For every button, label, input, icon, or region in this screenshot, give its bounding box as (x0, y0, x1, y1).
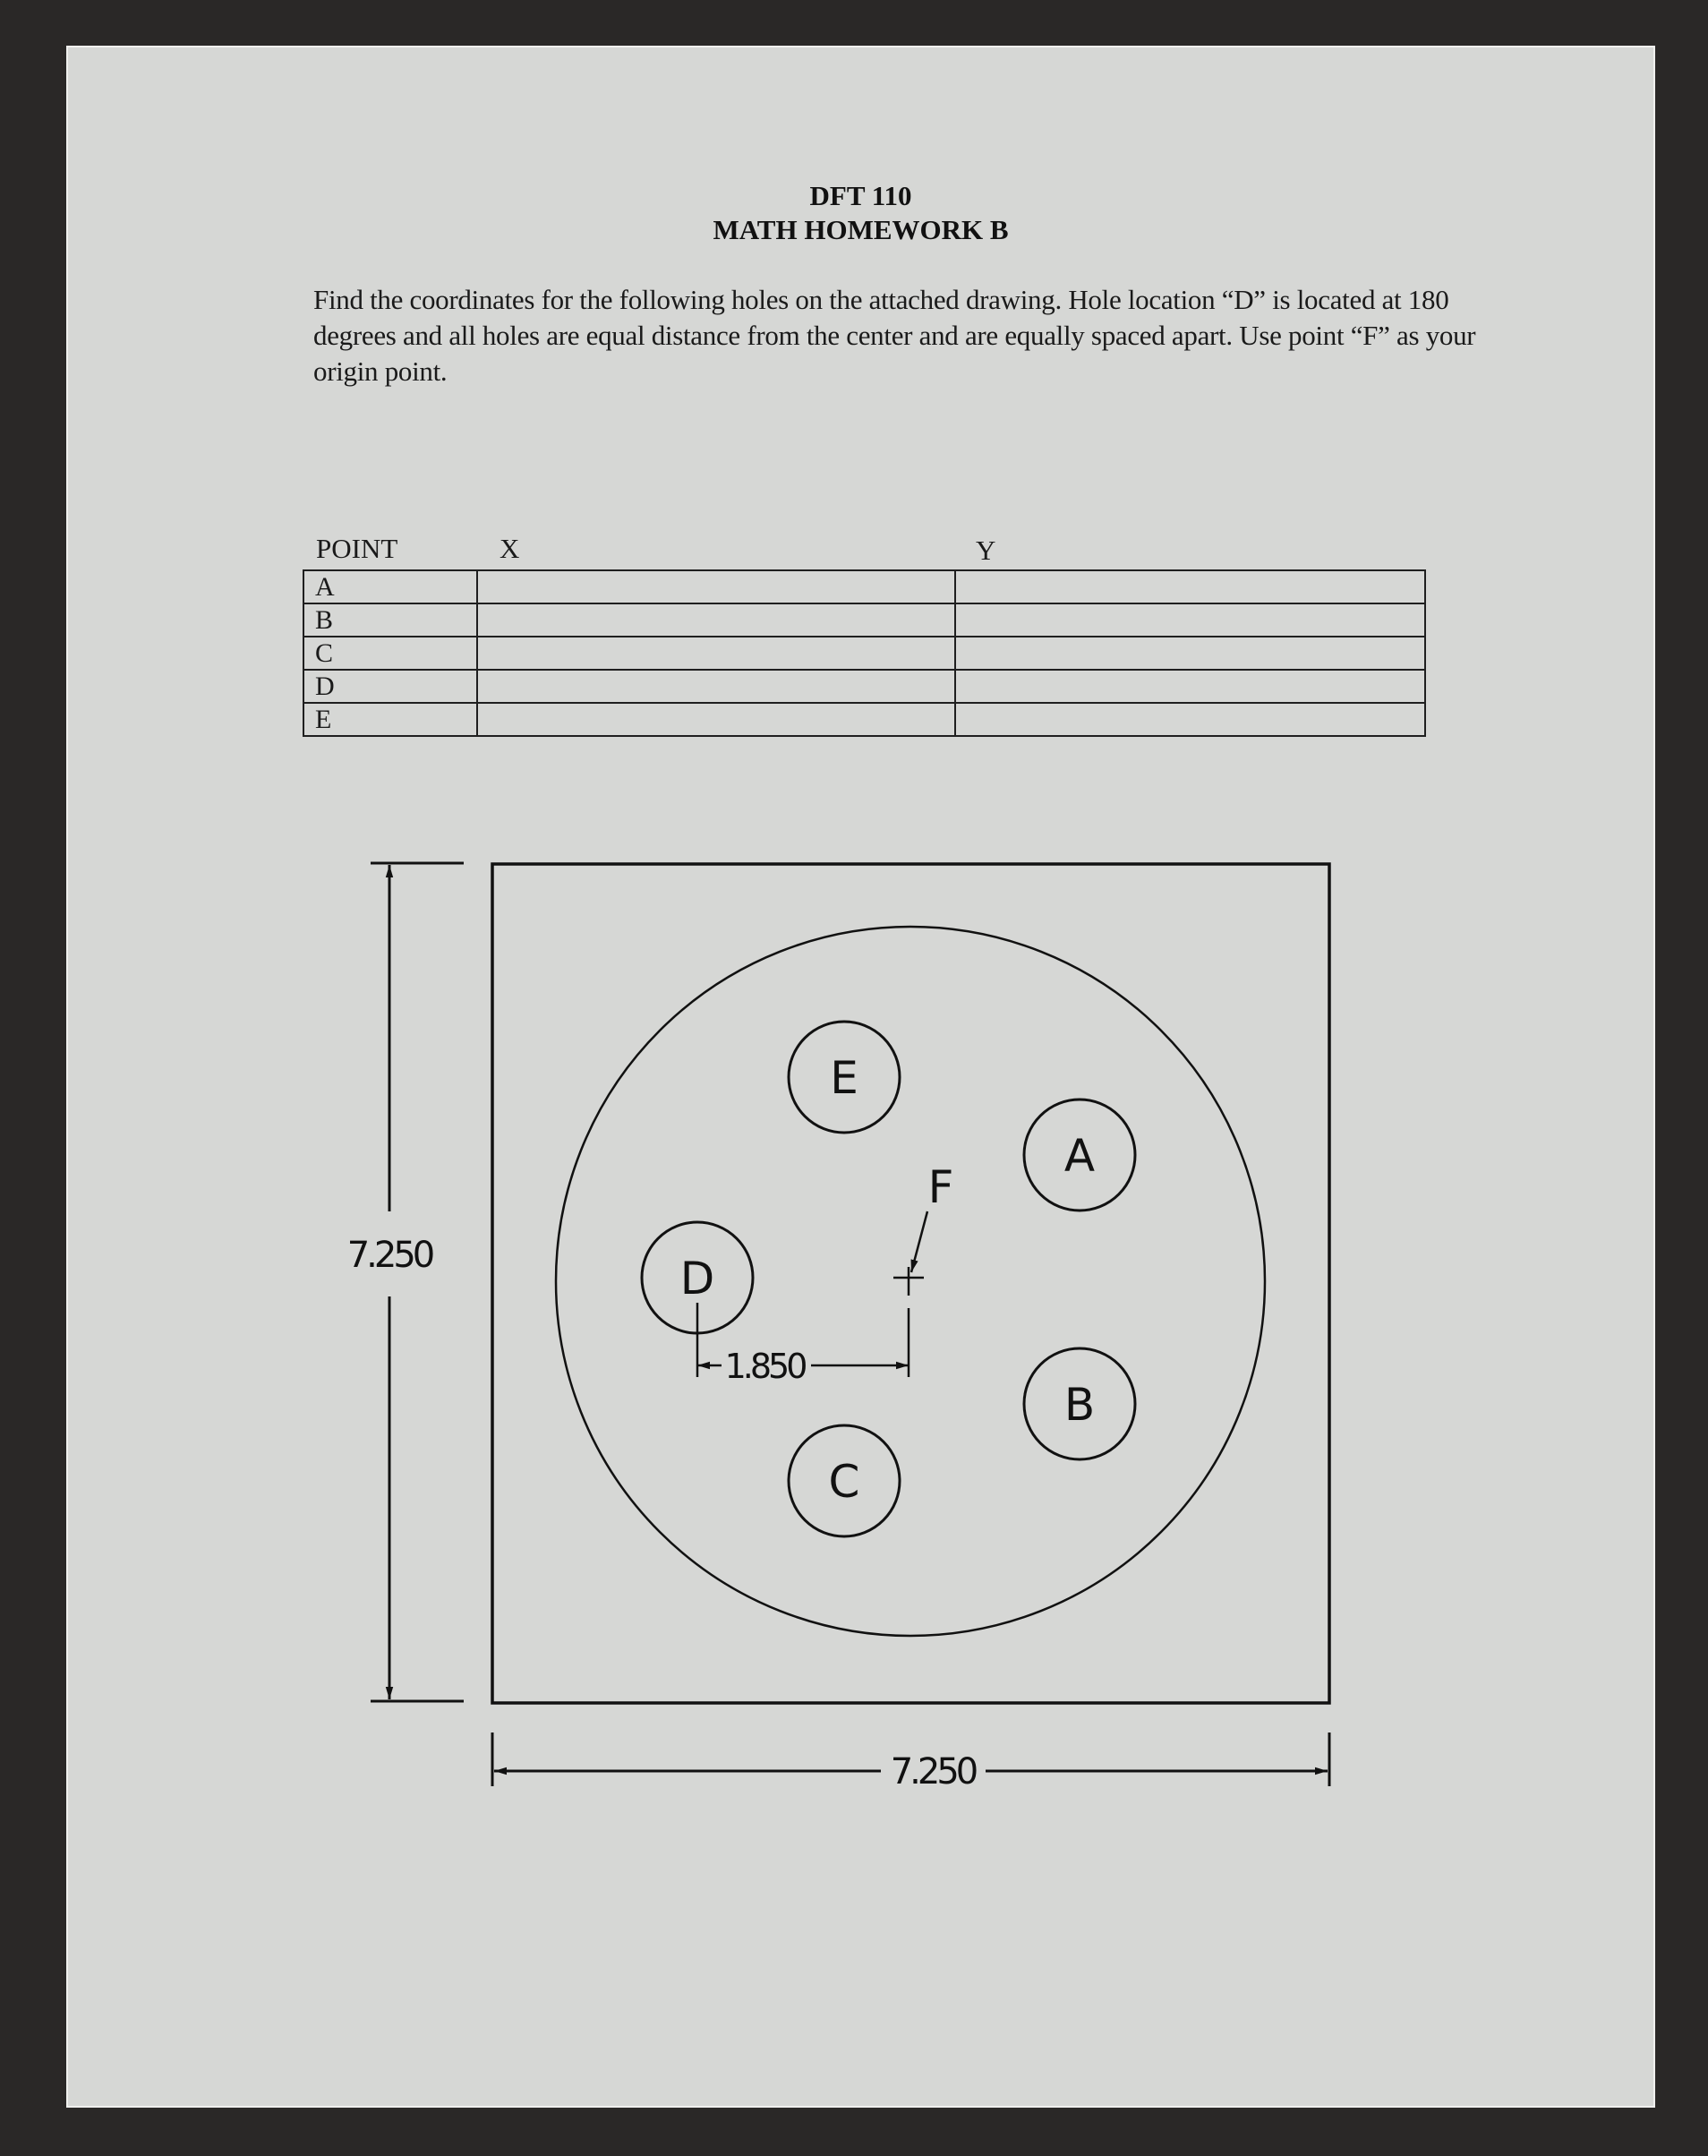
hole-label-a: A (1064, 1130, 1095, 1182)
origin-point-f: F (893, 1161, 953, 1296)
y-cell[interactable] (954, 569, 1426, 604)
hole-c: C (787, 1424, 901, 1538)
x-cell[interactable] (476, 569, 956, 604)
table-row: C (303, 636, 1426, 671)
height-dimension: 7.250 (347, 861, 464, 1703)
coordinates-table: A B C D E (303, 569, 1426, 737)
offset-dimension-value: 1.850 (725, 1347, 807, 1386)
y-cell[interactable] (954, 603, 1426, 637)
bolt-circle (554, 925, 1267, 1638)
hole-label-e: E (830, 1052, 858, 1104)
hole-b: B (1022, 1347, 1137, 1461)
width-dimension: 7.250 (491, 1732, 1331, 1792)
y-cell[interactable] (954, 636, 1426, 671)
x-cell[interactable] (476, 702, 956, 737)
hole-label-b: B (1064, 1379, 1095, 1431)
hole-a: A (1022, 1098, 1137, 1212)
y-cell[interactable] (954, 669, 1426, 704)
technical-drawing: E A D B C F 1.8 (347, 861, 1331, 1792)
course-title: DFT 110 (809, 180, 912, 211)
assignment-title: MATH HOMEWORK B (713, 214, 1009, 245)
origin-label: F (928, 1161, 954, 1213)
y-cell[interactable] (954, 702, 1426, 737)
width-dimension-value: 7.250 (891, 1751, 977, 1792)
instructions-text: Find the coordinates for the following h… (313, 284, 1476, 387)
table-row: E (303, 702, 1426, 737)
point-cell: E (303, 702, 478, 737)
point-cell: C (303, 636, 478, 671)
offset-dimension: 1.850 (696, 1303, 910, 1386)
point-cell: D (303, 669, 478, 704)
column-header-y: Y (976, 535, 996, 566)
table-row: B (303, 603, 1426, 637)
hole-label-c: C (829, 1456, 860, 1508)
column-header-point: POINT (316, 533, 398, 564)
height-dimension-value: 7.250 (347, 1235, 433, 1276)
x-cell[interactable] (476, 603, 956, 637)
point-cell: A (303, 569, 478, 604)
table-row: A (303, 569, 1426, 604)
hole-e: E (787, 1020, 901, 1134)
table-row: D (303, 669, 1426, 704)
hole-label-d: D (680, 1253, 715, 1305)
x-cell[interactable] (476, 636, 956, 671)
x-cell[interactable] (476, 669, 956, 704)
point-cell: B (303, 603, 478, 637)
homework-page: DFT 110 MATH HOMEWORK B Find the coordin… (68, 47, 1653, 2106)
plate-outline (491, 862, 1331, 1705)
column-header-x: X (500, 533, 520, 564)
